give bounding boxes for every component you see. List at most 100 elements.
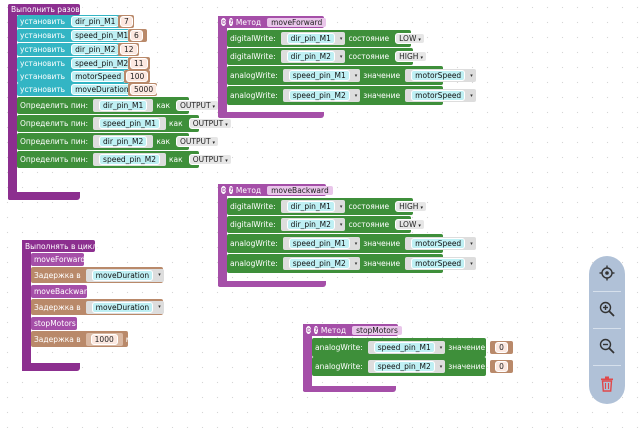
call-moveforward[interactable]: moveForward	[31, 253, 85, 266]
pinmode-row-2[interactable]: Определить пин: speed_pin_M1 как OUTPUT▾	[17, 115, 232, 132]
value-var[interactable]: motorSpeed	[411, 70, 466, 81]
pin-var[interactable]: dir_pin_M1	[99, 100, 148, 111]
delay-row-2[interactable]: Задержка в moveDuration▾ мс	[31, 299, 177, 315]
num-field[interactable]: 6	[130, 30, 143, 41]
set-row-2[interactable]: установить speed_pin_M1 =	[17, 29, 144, 42]
target-icon[interactable]	[597, 263, 617, 283]
method-moveforward-header[interactable]: ⚙ ? Метод moveForward	[218, 16, 327, 28]
pinmode-row-4[interactable]: Определить пин: speed_pin_M2 как OUTPUT▾	[17, 151, 232, 168]
state-value: LOW	[399, 34, 417, 43]
pinmode-row-3[interactable]: Определить пин: dir_pin_M2 как OUTPUT▾	[17, 133, 220, 150]
value-2[interactable]: 6	[128, 29, 147, 42]
pin-var[interactable]: dir_pin_M2	[286, 51, 335, 62]
aw-row-2[interactable]: analogWrite: speed_pin_M2▾ значение 0	[312, 357, 513, 376]
value-6[interactable]: 5000	[128, 83, 158, 96]
gear-icon[interactable]: ⚙	[221, 18, 227, 26]
help-icon[interactable]: ?	[229, 18, 233, 26]
state-dropdown[interactable]: LOW▾	[395, 33, 425, 44]
delay-row-1[interactable]: Задержка в moveDuration▾ мс	[31, 267, 177, 283]
aw-row-1[interactable]: analogWrite: speed_pin_M1▾ значение moto…	[227, 66, 476, 85]
method-stopmotors-header[interactable]: ⚙ ? Метод stopMotors	[303, 324, 402, 336]
state-value: HIGH	[399, 202, 419, 211]
mode-dropdown[interactable]: OUTPUT▾	[188, 118, 232, 129]
num-field[interactable]: 100	[126, 71, 149, 82]
set-row-1[interactable]: установить dir_pin_M1 =	[17, 15, 132, 28]
help-icon[interactable]: ?	[314, 326, 318, 334]
set-row-6[interactable]: установить moveDuration =	[17, 83, 145, 96]
state-dropdown[interactable]: HIGH▾	[395, 51, 427, 62]
gear-icon[interactable]: ⚙	[221, 186, 227, 194]
value-num[interactable]: 0	[495, 342, 508, 353]
var-name[interactable]: speed_pin_M2	[71, 58, 133, 69]
help-icon[interactable]: ?	[229, 186, 233, 194]
pin-var[interactable]: speed_pin_M1	[373, 342, 435, 353]
num-field[interactable]: 5000	[130, 84, 158, 95]
chevron-down-icon: ▾	[225, 122, 228, 128]
delay-num[interactable]: 1000	[90, 333, 118, 345]
var-name[interactable]: moveDuration	[71, 84, 133, 95]
var-name[interactable]: dir_pin_M2	[71, 44, 120, 55]
value-1[interactable]: 7	[118, 15, 134, 28]
var-name[interactable]: speed_pin_M1	[71, 30, 133, 41]
num-field[interactable]: 12	[120, 44, 138, 55]
loop-block-header[interactable]: Выполнять в цикле:	[22, 240, 104, 252]
var-name[interactable]: dir_pin_M1	[71, 16, 120, 27]
pin-var[interactable]: speed_pin_M2	[288, 258, 350, 269]
dw-label: digitalWrite:	[230, 34, 276, 43]
set-row-3[interactable]: установить dir_pin_M2 =	[17, 43, 132, 56]
value-3[interactable]: 12	[118, 43, 139, 56]
value-var[interactable]: motorSpeed	[411, 258, 466, 269]
gear-icon[interactable]: ⚙	[306, 326, 312, 334]
set-row-4[interactable]: установить speed_pin_M2 =	[17, 57, 144, 70]
pin-var[interactable]: dir_pin_M2	[286, 219, 335, 230]
method-name-field[interactable]: stopMotors	[352, 325, 402, 335]
pin-var[interactable]: dir_pin_M2	[99, 136, 148, 147]
mode-dropdown[interactable]: OUTPUT▾	[175, 100, 220, 111]
dw-row-2[interactable]: digitalWrite: dir_pin_M2▾ состояние HIGH…	[227, 48, 427, 65]
dw-row-1[interactable]: digitalWrite: dir_pin_M1▾ состояние HIGH…	[227, 198, 427, 215]
mode-value: OUTPUT	[179, 137, 211, 146]
state-dropdown[interactable]: LOW▾	[395, 219, 425, 230]
pin-var[interactable]: speed_pin_M2	[288, 90, 350, 101]
value-var[interactable]: motorSpeed	[411, 238, 466, 249]
dw-row-1[interactable]: digitalWrite: dir_pin_M1▾ состояние LOW▾	[227, 30, 425, 47]
set-row-5[interactable]: установить motorSpeed =	[17, 70, 137, 83]
delay-var[interactable]: moveDuration	[91, 269, 154, 281]
pin-var[interactable]: speed_pin_M2	[99, 154, 161, 165]
aw-row-1[interactable]: analogWrite: speed_pin_M1▾ значение moto…	[227, 234, 476, 253]
zoom-out-icon[interactable]	[597, 336, 617, 356]
pin-var[interactable]: dir_pin_M1	[286, 33, 335, 44]
value-label: значение	[363, 259, 401, 268]
method-name-field[interactable]: moveForward	[267, 17, 327, 27]
var-name[interactable]: motorSpeed	[71, 71, 126, 82]
aw-row-1[interactable]: analogWrite: speed_pin_M1▾ значение 0	[312, 338, 513, 357]
chevron-down-icon: ▾	[420, 205, 423, 211]
delay-var[interactable]: moveDuration	[91, 301, 154, 313]
call-stopmotors[interactable]: stopMotors	[31, 317, 77, 330]
method-movebackward-header[interactable]: ⚙ ? Метод moveBackward	[218, 184, 333, 196]
mode-dropdown[interactable]: OUTPUT▾	[175, 136, 220, 147]
zoom-in-icon[interactable]	[597, 299, 617, 319]
trash-icon[interactable]	[597, 374, 617, 394]
pin-var[interactable]: speed_pin_M1	[288, 238, 350, 249]
aw-row-2[interactable]: analogWrite: speed_pin_M2▾ значение moto…	[227, 254, 476, 273]
pinmode-row-1[interactable]: Определить пин: dir_pin_M1 как OUTPUT▾	[17, 97, 220, 114]
setup-block-header[interactable]: Выполнить разово:	[8, 4, 87, 15]
num-field[interactable]: 7	[120, 16, 133, 27]
value-5[interactable]: 100	[124, 70, 150, 83]
pin-var[interactable]: speed_pin_M1	[288, 70, 350, 81]
value-var[interactable]: motorSpeed	[411, 90, 466, 101]
value-4[interactable]: 11	[128, 57, 150, 70]
call-movebackward[interactable]: moveBackward	[31, 285, 92, 298]
pin-var[interactable]: speed_pin_M1	[99, 118, 161, 129]
aw-row-2[interactable]: analogWrite: speed_pin_M2▾ значение moto…	[227, 86, 476, 105]
pin-var[interactable]: dir_pin_M1	[286, 201, 335, 212]
pin-var[interactable]: speed_pin_M2	[373, 361, 435, 372]
delay-row-3[interactable]: Задержка в 1000 мс	[31, 331, 136, 347]
value-num[interactable]: 0	[495, 361, 508, 372]
num-field[interactable]: 11	[130, 58, 148, 69]
method-name-field[interactable]: moveBackward	[267, 185, 333, 195]
dw-row-2[interactable]: digitalWrite: dir_pin_M2▾ состояние LOW▾	[227, 216, 425, 233]
mode-dropdown[interactable]: OUTPUT▾	[188, 154, 232, 165]
state-dropdown[interactable]: HIGH▾	[395, 201, 427, 212]
